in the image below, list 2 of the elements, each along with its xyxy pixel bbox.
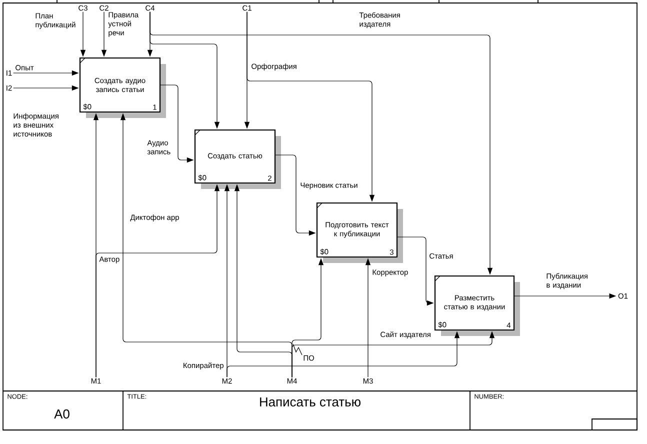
diagram-title: Написать статью: [260, 397, 360, 406]
node-number: A0: [54, 409, 70, 419]
